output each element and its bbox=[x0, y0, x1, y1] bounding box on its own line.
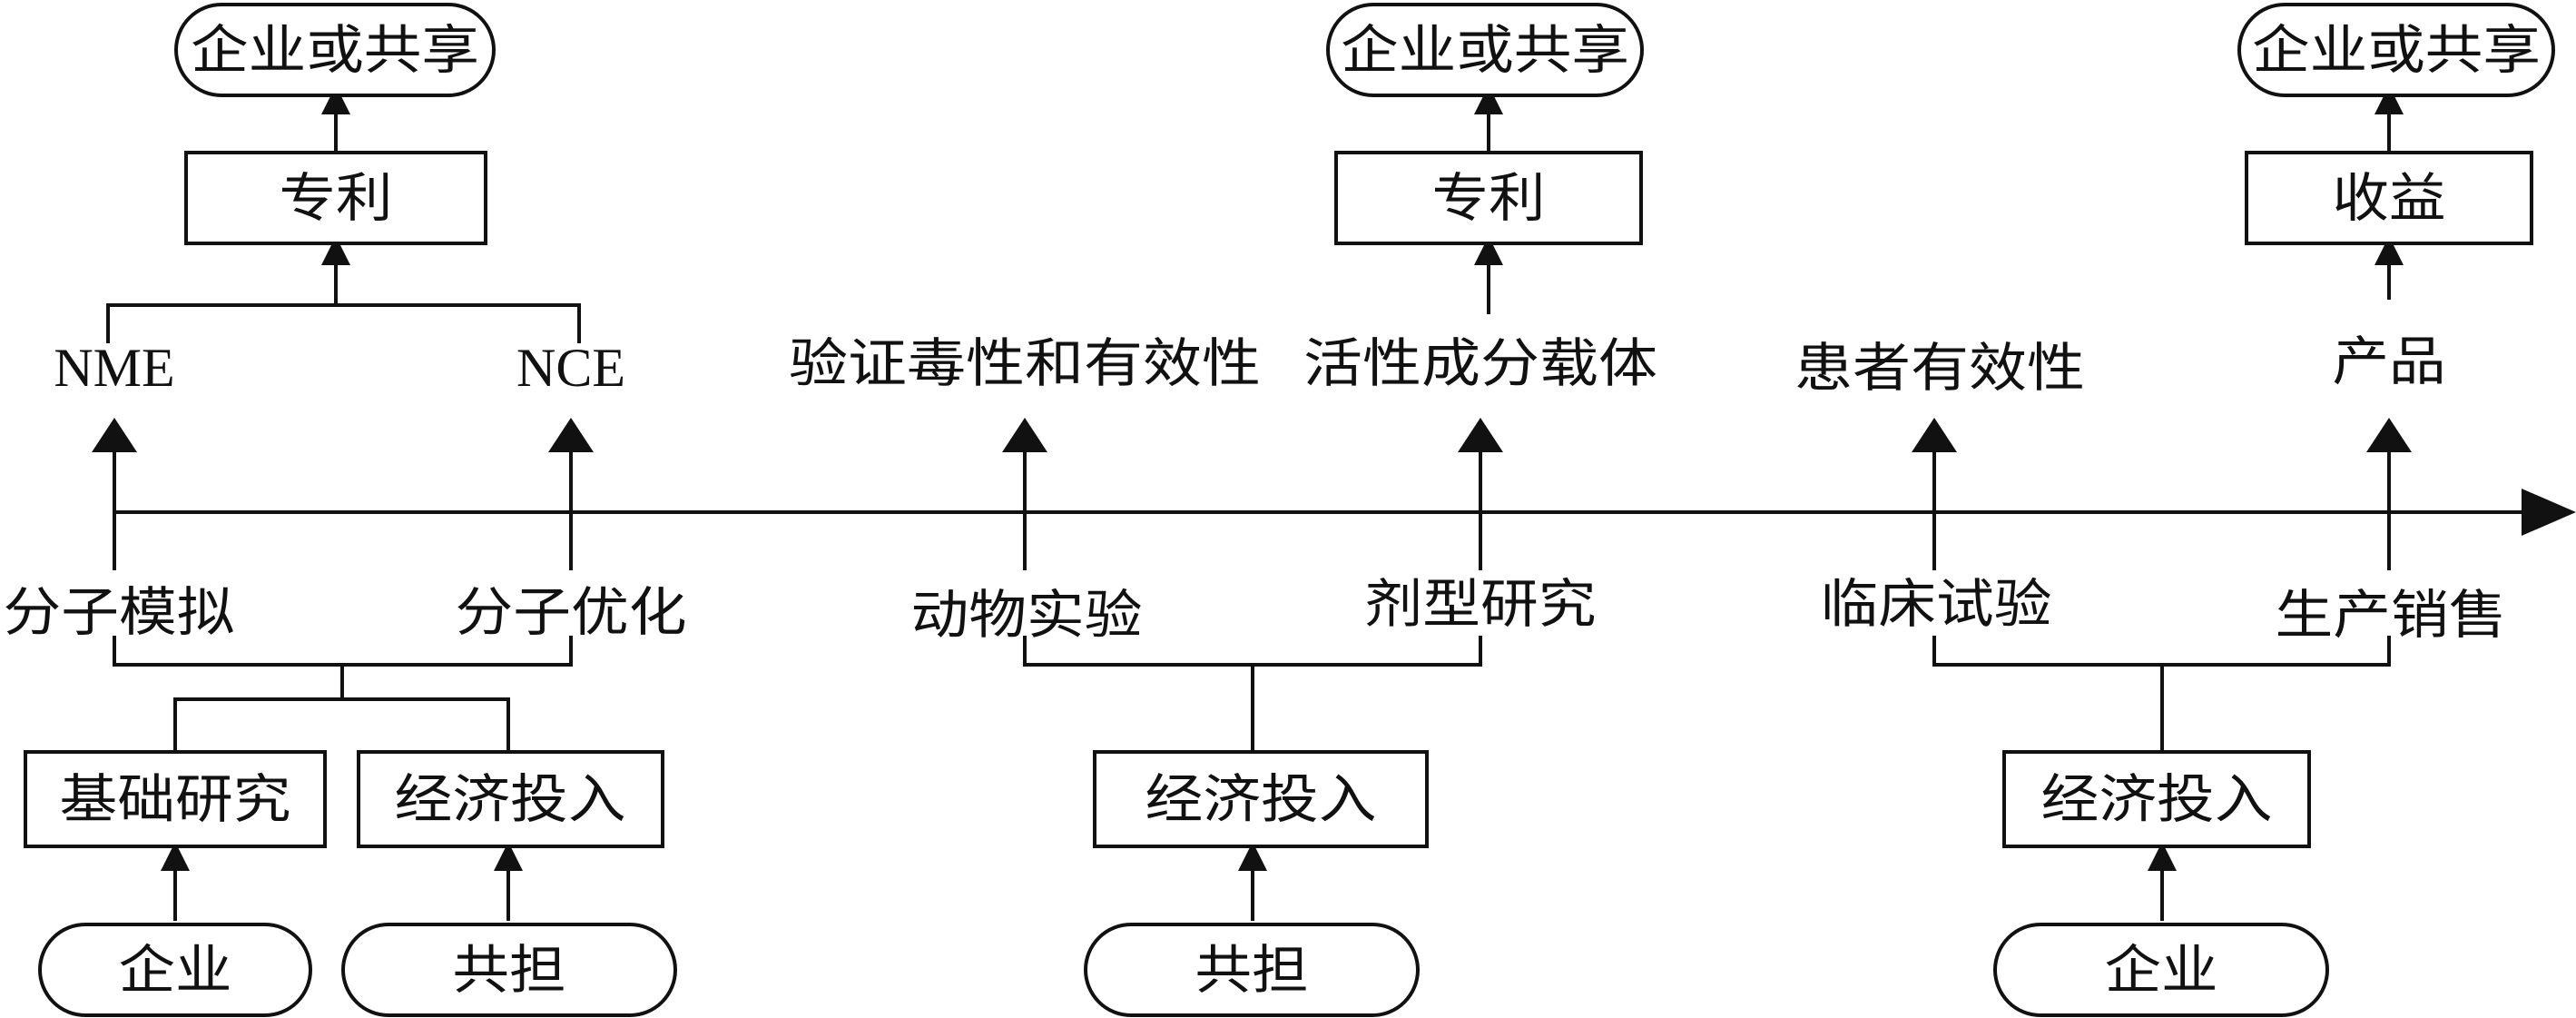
stage-markers bbox=[92, 418, 2412, 570]
patent-label-2: 专利 bbox=[1432, 167, 1546, 229]
stage-molecular-optimization: 分子优化 bbox=[456, 581, 687, 643]
investment-label-1: 经济投入 bbox=[395, 768, 626, 830]
owner-pill-2 bbox=[1326, 3, 1644, 97]
output-product: 产品 bbox=[2333, 331, 2446, 392]
shared-pill-2 bbox=[1084, 923, 1420, 1017]
enterprise-pill-2 bbox=[1993, 923, 2329, 1017]
stage-clinical-trial: 临床试验 bbox=[1821, 573, 2052, 635]
owner-label-3: 企业或共享 bbox=[2252, 19, 2541, 81]
investment-box-3 bbox=[2002, 750, 2311, 848]
stage-molecular-simulation: 分子模拟 bbox=[4, 581, 235, 643]
investment-box-2 bbox=[1093, 750, 1429, 848]
revenue-box bbox=[2245, 151, 2533, 245]
output-nce: NCE bbox=[516, 338, 625, 398]
stage-formulation-research: 剂型研究 bbox=[1365, 573, 1597, 635]
owner-label-1: 企业或共享 bbox=[191, 19, 479, 81]
owner-pill-1 bbox=[174, 3, 496, 97]
enterprise-label-1: 企业 bbox=[119, 939, 232, 1001]
patent-label-1: 专利 bbox=[280, 167, 393, 229]
bottom-group-1-connectors bbox=[113, 636, 573, 921]
stage-production-sales: 生产销售 bbox=[2276, 584, 2507, 646]
shared-pill-1 bbox=[341, 923, 677, 1017]
output-toxicity-efficacy: 验证毒性和有效性 bbox=[789, 332, 1261, 394]
output-active-carrier: 活性成分载体 bbox=[1303, 332, 1657, 394]
shared-label-1: 共担 bbox=[453, 939, 566, 1001]
shared-label-2: 共担 bbox=[1195, 939, 1309, 1001]
top-group-1-connectors bbox=[106, 85, 581, 343]
revenue-label: 收益 bbox=[2333, 167, 2446, 229]
enterprise-pill-1 bbox=[38, 923, 312, 1017]
output-nme: NME bbox=[54, 338, 174, 398]
patent-box-1 bbox=[184, 151, 487, 245]
stage-animal-experiment: 动物实验 bbox=[911, 584, 1143, 646]
investment-label-3: 经济投入 bbox=[2041, 768, 2273, 830]
owner-label-2: 企业或共享 bbox=[1341, 19, 1629, 81]
bottom-group-3-connectors bbox=[1932, 636, 2391, 921]
investment-box-1 bbox=[357, 750, 664, 848]
bottom-group-2-connectors bbox=[1023, 636, 1482, 921]
basic-research-label: 基础研究 bbox=[60, 768, 291, 830]
basic-research-box bbox=[24, 750, 327, 848]
investment-label-2: 经济投入 bbox=[1145, 768, 1377, 830]
patent-box-2 bbox=[1334, 151, 1643, 245]
output-patient-efficacy: 患者有效性 bbox=[1794, 337, 2085, 399]
timeline-axis bbox=[114, 489, 2576, 536]
enterprise-label-2: 企业 bbox=[2105, 939, 2218, 1001]
owner-pill-3 bbox=[2237, 3, 2555, 97]
